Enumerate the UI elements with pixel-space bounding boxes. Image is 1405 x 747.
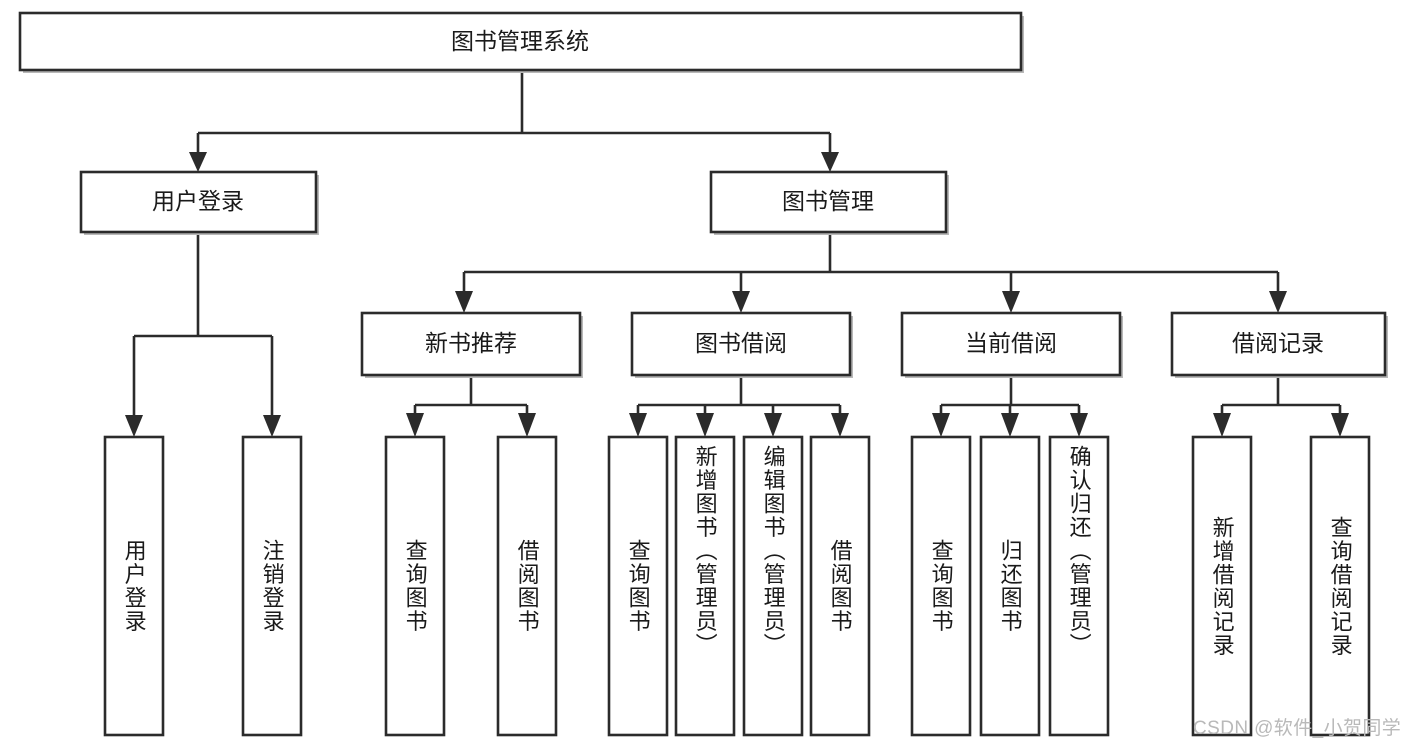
- arrow-to-book-borrow: [732, 291, 750, 313]
- arrow-to-leaf-query-book-2: [629, 413, 647, 437]
- arrow-to-leaf-borrow-book-2: [831, 413, 849, 437]
- arrow-to-leaf-query-record: [1331, 413, 1349, 437]
- node-book-manage-label: 图书管理: [782, 188, 874, 214]
- arrow-to-leaf-edit-book: [764, 413, 782, 437]
- leaf-box-query-book-2[interactable]: [607, 435, 669, 737]
- leaf-box-borrow-book-2[interactable]: [809, 435, 871, 737]
- csdn-watermark: CSDN @软件_小贺同学: [1193, 718, 1402, 739]
- arrow-to-leaf-logout: [263, 415, 281, 437]
- leaf-box-return-book[interactable]: [979, 435, 1041, 737]
- arrow-to-leaf-confirm-return: [1070, 413, 1088, 437]
- arrow-to-leaf-borrow-book-1: [518, 413, 536, 437]
- arrow-to-user-login: [189, 152, 207, 172]
- leaf-box-borrow-book-1[interactable]: [496, 435, 558, 737]
- arrow-to-current-borrow: [1002, 291, 1020, 313]
- leaf-box-confirm-return[interactable]: [1048, 435, 1110, 737]
- leaf-box-edit-book[interactable]: [742, 435, 804, 737]
- arrow-to-new-book-recommend: [455, 291, 473, 313]
- node-new-book-recommend[interactable]: 新书推荐: [360, 311, 583, 378]
- node-user-login-label: 用户登录: [152, 188, 244, 214]
- leaf-box-user-login[interactable]: [103, 435, 165, 737]
- node-new-book-recommend-label: 新书推荐: [425, 330, 517, 356]
- arrow-to-leaf-add-record: [1213, 413, 1231, 437]
- node-root-label: 图书管理系统: [451, 28, 589, 54]
- leaf-box-query-book-3[interactable]: [910, 435, 972, 737]
- arrow-to-leaf-user-login: [125, 415, 143, 437]
- arrow-to-book-manage: [821, 152, 839, 172]
- node-current-borrow-label: 当前借阅: [965, 330, 1057, 356]
- node-book-borrow-label: 图书借阅: [695, 330, 787, 356]
- node-user-login[interactable]: 用户登录: [79, 170, 319, 235]
- leaf-box-query-record[interactable]: [1309, 435, 1371, 737]
- node-root[interactable]: 图书管理系统: [18, 11, 1024, 73]
- connector-layer: [125, 70, 1349, 437]
- arrow-to-leaf-return-book: [1001, 413, 1019, 437]
- leaf-box-query-book-1[interactable]: [384, 435, 446, 737]
- arrow-to-leaf-add-book: [696, 413, 714, 437]
- leaf-box-logout[interactable]: [241, 435, 303, 737]
- node-book-manage[interactable]: 图书管理: [709, 170, 949, 235]
- node-book-borrow[interactable]: 图书借阅: [630, 311, 853, 378]
- node-borrow-record[interactable]: 借阅记录: [1170, 311, 1388, 378]
- leaf-box-add-record[interactable]: [1191, 435, 1253, 737]
- leaf-box-layer: [103, 435, 1371, 737]
- arrow-to-borrow-record: [1269, 291, 1287, 313]
- node-current-borrow[interactable]: 当前借阅: [900, 311, 1123, 378]
- leaf-box-add-book[interactable]: [674, 435, 736, 737]
- node-borrow-record-label: 借阅记录: [1232, 330, 1324, 356]
- arrow-to-leaf-query-book-3: [932, 413, 950, 437]
- arrow-to-leaf-query-book-1: [406, 413, 424, 437]
